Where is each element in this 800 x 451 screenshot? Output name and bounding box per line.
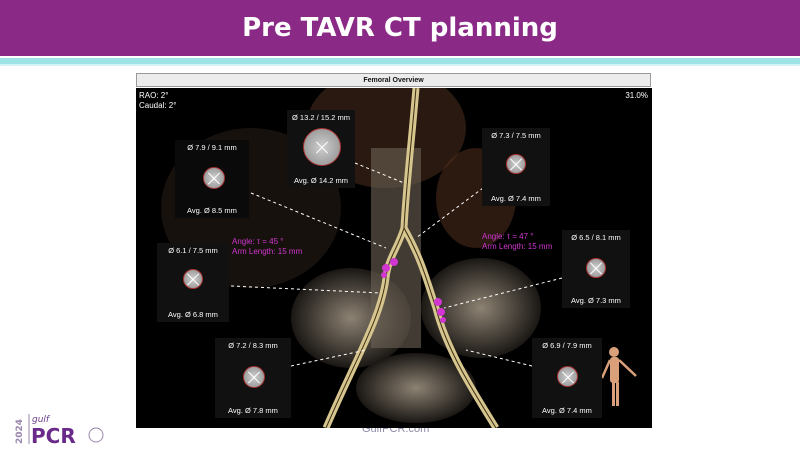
avg-diameter-label: Avg. Ø 6.8 mm <box>168 310 218 319</box>
accent-line <box>0 58 800 64</box>
viewer-header: Femoral Overview <box>136 73 651 87</box>
diameter-label: Ø 6.5 / 8.1 mm <box>571 233 621 242</box>
accent-line-light <box>0 64 800 66</box>
diameter-label: Ø 7.9 / 9.1 mm <box>187 143 237 152</box>
avg-diameter-label: Avg. Ø 8.5 mm <box>187 206 237 215</box>
diameter-label: Ø 6.1 / 7.5 mm <box>168 246 218 255</box>
svg-text:gulf: gulf <box>32 415 51 425</box>
diameter-label: Ø 7.3 / 7.5 mm <box>491 131 541 140</box>
cross-section-right-femoral[interactable]: Ø 7.2 / 8.3 mm Avg. Ø 7.8 mm <box>215 338 291 418</box>
avg-diameter-label: Avg. Ø 7.3 mm <box>571 296 621 305</box>
gulf-pcr-logo: 2024 gulf PCR <box>14 408 114 448</box>
cross-section-right-external-iliac[interactable]: Ø 6.1 / 7.5 mm Avg. Ø 6.8 mm <box>157 243 229 322</box>
rao-angle: RAO: 2° <box>139 91 169 100</box>
cross-section-aorta[interactable]: Ø 13.2 / 15.2 mm Avg. Ø 14.2 mm <box>287 110 355 188</box>
caudal-angle: Caudal: 2° <box>139 101 177 110</box>
angle-label-left: Angle: τ = 45 ° Arm Length: 15 mm <box>232 237 302 257</box>
avg-diameter-label: Avg. Ø 7.8 mm <box>228 406 278 415</box>
mannequin-icon <box>600 347 637 406</box>
title-band: Pre TAVR CT planning <box>0 0 800 56</box>
diameter-label: Ø 7.2 / 8.3 mm <box>228 341 278 350</box>
cross-section-left-femoral[interactable]: Ø 6.9 / 7.9 mm Avg. Ø 7.4 mm <box>532 338 602 418</box>
site-url: GulfPCR.com <box>362 428 430 435</box>
angle-value: Angle: τ = 45 ° <box>232 237 284 246</box>
diameter-label: Ø 6.9 / 7.9 mm <box>542 341 592 350</box>
angle-label-right: Angle: τ = 47 ° Arm Length: 15 mm <box>482 232 552 252</box>
zoom-level: 31.0% <box>625 91 648 100</box>
angle-markers <box>381 258 446 323</box>
pelvis-base <box>356 353 476 423</box>
arm-length: Arm Length: 15 mm <box>232 247 303 256</box>
angle-value: Angle: τ = 47 ° <box>482 232 534 241</box>
cross-section-left-external-iliac[interactable]: Ø 6.5 / 8.1 mm Avg. Ø 7.3 mm <box>562 230 630 308</box>
svg-text:PCR: PCR <box>31 424 76 446</box>
slide-title: Pre TAVR CT planning <box>242 13 558 43</box>
avg-diameter-label: Avg. Ø 7.4 mm <box>542 406 592 415</box>
svg-text:2024: 2024 <box>15 419 25 444</box>
avg-diameter-label: Avg. Ø 14.2 mm <box>293 176 349 185</box>
diameter-label: Ø 13.2 / 15.2 mm <box>292 113 350 122</box>
cross-section-left-common-iliac[interactable]: Ø 7.3 / 7.5 mm Avg. Ø 7.4 mm <box>482 128 550 206</box>
avg-diameter-label: Avg. Ø 7.4 mm <box>491 194 541 203</box>
ct-viewer[interactable]: RAO: 2° Caudal: 2° 31.0% Angle: τ = 45 °… <box>136 88 652 428</box>
pelvis-right <box>421 258 541 358</box>
orientation-readout: RAO: 2° Caudal: 2° <box>139 91 176 111</box>
cross-section-right-common-iliac[interactable]: Ø 7.9 / 9.1 mm Avg. Ø 8.5 mm <box>175 140 249 218</box>
leader-lines <box>230 162 563 367</box>
arm-length: Arm Length: 15 mm <box>482 242 553 251</box>
